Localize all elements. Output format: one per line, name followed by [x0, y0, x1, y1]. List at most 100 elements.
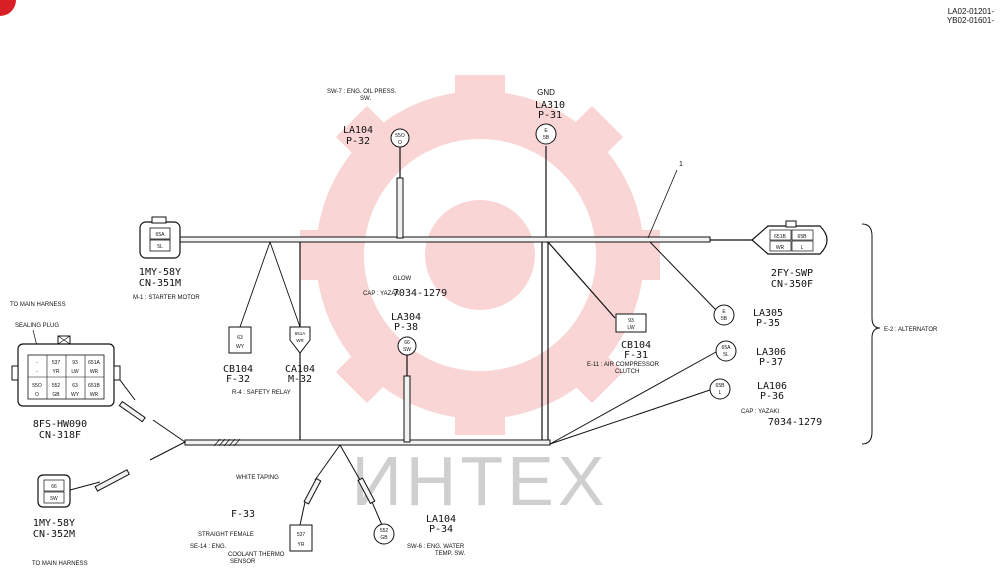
main-pin: LW [71, 369, 78, 375]
cb104-f32-pin-1: 63 [237, 335, 243, 341]
trunk-top [179, 236, 711, 243]
main-connector-pins: - 537 93 651A - YR LW WR 55O 552 63 651B… [32, 360, 100, 398]
la306-pin-1: 65A [722, 345, 732, 351]
main-pin: WY [71, 392, 80, 398]
callout-number: 1 [679, 161, 683, 168]
cn352-to-harness: TO MAIN HARNESS [32, 561, 88, 567]
cn352-connector [37, 474, 71, 508]
glow-terminal [397, 336, 417, 356]
ca104-pin-2: WR [296, 338, 304, 343]
cb104-f31-code-2: F-31 [624, 350, 648, 361]
la106-cap-no: 7034-1279 [768, 417, 822, 428]
branch-sw7 [396, 177, 404, 239]
alternator-brace [861, 223, 881, 445]
main-pin: 55O [32, 383, 42, 389]
la306-pin-2: 5L [723, 352, 729, 358]
starter-pin-2: 5L [157, 244, 163, 250]
alt-pin-3: WR [776, 245, 785, 251]
cb104-f31-code-1: CB104 [621, 340, 651, 351]
branch-glow [403, 375, 411, 443]
main-pin: 93 [72, 360, 78, 366]
gnd-pin-2: 5B [543, 135, 550, 141]
glow-cap: CAP : YAZAKI [363, 291, 401, 297]
main-pin: 651B [88, 383, 100, 389]
branch-to-cn352 [94, 469, 130, 492]
main-pin: WR [90, 369, 99, 375]
gnd-code-1: LA310 [535, 100, 565, 111]
main-pin: 552 [52, 383, 61, 389]
ca104-code-1: CA104 [285, 364, 315, 375]
cb104-f32-terminal [228, 326, 252, 354]
main-to-harness: TO MAIN HARNESS [10, 302, 66, 308]
white-taping-hatch [213, 438, 241, 447]
ca104-code-2: M-32 [288, 374, 312, 385]
la306-code-2: P-37 [759, 357, 783, 368]
ca104-pin-1: 651A [295, 331, 306, 336]
sw7-code-1: LA104 [343, 125, 373, 136]
cb104-f31-terminal [615, 313, 647, 333]
la104-p34-pin-1: 552 [380, 528, 389, 534]
main-pin: GB [52, 392, 60, 398]
main-pin: 537 [52, 360, 61, 366]
la106-code-2: P-36 [760, 391, 784, 402]
doc-code-1: LA02-01201- [948, 7, 995, 16]
cn352-pin-1: 66 [51, 484, 57, 490]
la104-p34-pin-2: GB [380, 535, 388, 541]
la104-p34-terminal [373, 523, 395, 545]
la305-code-2: P-35 [756, 318, 780, 329]
cn352-pin-2: 5W [50, 496, 58, 502]
main-pin: - [36, 360, 38, 366]
f33-desc-3: SENSOR [230, 559, 256, 565]
alternator-connector [751, 220, 828, 255]
doc-code-2: YB02-01601- [947, 16, 994, 25]
branch-to-main [118, 400, 146, 423]
la305-terminal [713, 304, 735, 326]
alt-pin-1: 651B [774, 234, 786, 240]
la106-pin-2: L [719, 390, 722, 396]
la104-p34-code-2: P-34 [429, 524, 453, 535]
watermark-text: ИНТЕХ [351, 442, 608, 520]
gnd-title: GND [537, 88, 555, 97]
main-pin: O [35, 392, 39, 398]
glow-title: GLOW [393, 276, 412, 282]
cb104-f32-pin-2: WY [236, 344, 245, 350]
sw7-pin-1: 55O [395, 133, 405, 139]
alt-pin-2: 65B [798, 234, 808, 240]
starter-part-1: 1MY-58Y [139, 267, 181, 278]
main-pin: WR [90, 392, 99, 398]
glow-pin-2: SW [403, 347, 411, 353]
la305-pin-1: E [722, 309, 726, 315]
starter-connector [139, 216, 181, 259]
trunk-bottom [184, 439, 551, 446]
main-pin: YR [53, 369, 60, 375]
f33-straight: STRAIGHT FEMALE [198, 532, 254, 538]
callout-leader [647, 169, 678, 239]
f33-terminal [289, 524, 313, 552]
glow-pin-1: 66 [404, 340, 410, 346]
la306-code-1: LA306 [756, 347, 786, 358]
f33-pin-2: YR [298, 542, 305, 548]
main-part-2: CN-318F [39, 430, 81, 441]
starter-desc: M-1 : STARTER MOTOR [133, 295, 200, 301]
cb104-f31-pin-1: 93 [628, 318, 634, 324]
main-connector [11, 335, 121, 407]
cb104-f31-pin-2: LW [627, 325, 634, 331]
corner-mark [0, 0, 16, 16]
main-pin: 63 [72, 383, 78, 389]
cn352-part-2: CN-352M [33, 529, 75, 540]
la306-terminal [715, 340, 737, 362]
gnd-code-2: P-31 [538, 110, 562, 121]
starter-pin-1: 65A [156, 232, 166, 238]
sw7-pin-2: O [398, 140, 402, 146]
la106-cap: CAP : YAZAKI [741, 409, 779, 415]
relay-desc: R-4 : SAFETY RELAY [232, 390, 291, 396]
glow-code-2: P-38 [394, 322, 418, 333]
cb104-f31-desc-1: E-11 : AIR COMPRESSOR [587, 362, 660, 368]
ca104-terminal [289, 326, 311, 354]
cb104-f32-code-1: CB104 [223, 364, 253, 375]
la106-code-1: LA106 [757, 381, 787, 392]
la104-p34-desc-2: TEMP. SW. [435, 551, 466, 557]
main-pin: - [36, 369, 38, 375]
f33-desc-2: COOLANT THERMO [228, 552, 285, 558]
